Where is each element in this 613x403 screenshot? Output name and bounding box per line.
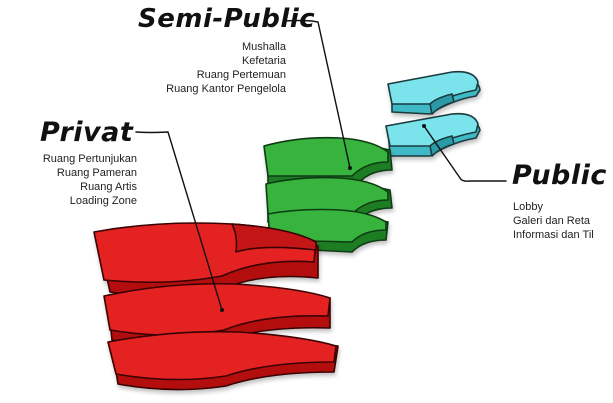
privat-room-list: Ruang Pertunjukan Ruang Pameran Ruang Ar… [43, 152, 137, 208]
privat-room: Ruang Pameran [56, 167, 137, 179]
privat-leader-line [135, 131, 223, 311]
public-title: Public [512, 160, 607, 191]
public-room: Lobby [513, 201, 543, 213]
public-leader-dot [422, 124, 426, 128]
semi-public-room-list: Mushalla Kefetaria Ruang Pertemuan Ruang… [166, 40, 286, 96]
semi-public-leader-line [283, 19, 351, 169]
privat-room: Ruang Artis [80, 181, 137, 193]
semi-public-slab-top [263, 136, 393, 187]
semi-public-title: Semi-Public [138, 4, 316, 34]
semi-public-room: Mushalla [241, 41, 286, 53]
public-zone-block [385, 70, 481, 157]
privat-title: Privat [40, 117, 134, 148]
privat-slab-bottom [107, 330, 339, 391]
privat-room: Ruang Pertunjukan [42, 153, 137, 165]
public-room: Informasi dan Til [513, 229, 594, 241]
public-room-list: Lobby Galeri dan Reta Informasi dan Til [513, 200, 594, 242]
public-slab-top [387, 70, 481, 115]
semi-public-room: Kefetaria [241, 55, 286, 67]
privat-zone-block [93, 222, 339, 391]
privat-room: Loading Zone [69, 195, 137, 207]
semi-public-leader-dot [348, 166, 352, 170]
public-slab-bottom [385, 112, 481, 157]
semi-public-room: Ruang Pertemuan [196, 69, 286, 81]
public-room: Galeri dan Reta [513, 215, 591, 227]
semi-public-room: Ruang Kantor Pengelola [166, 83, 286, 95]
privat-leader-dot [220, 308, 224, 312]
public-leader-line [423, 125, 507, 182]
